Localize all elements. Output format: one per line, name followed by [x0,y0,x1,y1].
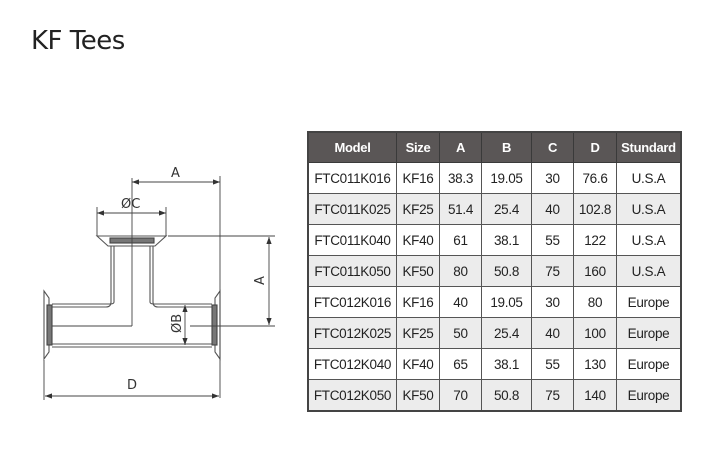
cell-standard: Europe [616,348,682,380]
cell-standard: U.S.A [616,255,682,287]
cell-size: KF16 [396,162,440,194]
cell-standard: Europe [616,317,682,349]
cell-model: FTC012K040 [307,348,397,380]
header-size: Size [396,131,440,163]
dimension-label-a-top: A [171,166,180,181]
cell-b: 19.05 [481,162,532,194]
cell-b: 38.1 [481,224,532,256]
cell-d: 76.6 [573,162,617,194]
cell-c: 75 [531,379,574,412]
cell-c: 30 [531,286,574,318]
cell-b: 50.8 [481,379,532,412]
cell-size: KF16 [396,286,440,318]
cell-b: 25.4 [481,317,532,349]
cell-a: 51.4 [439,193,482,225]
cell-size: KF40 [396,348,440,380]
cell-a: 50 [439,317,482,349]
cell-size: KF50 [396,379,440,412]
header-b: B [481,131,532,163]
cell-model: FTC012K016 [307,286,397,318]
cell-standard: Europe [616,286,682,318]
cell-a: 61 [439,224,482,256]
page-title: KF Tees [31,26,125,56]
dimension-label-b: ØB [170,314,185,333]
cell-model: FTC011K025 [307,193,397,225]
header-a: A [439,131,482,163]
cell-model: FTC011K016 [307,162,397,194]
cell-size: KF25 [396,317,440,349]
dimension-lines [43,176,275,400]
cell-d: 130 [573,348,617,380]
cell-standard: U.S.A [616,224,682,256]
cell-c: 30 [531,162,574,194]
cell-d: 102.8 [573,193,617,225]
cell-standard: U.S.A [616,162,682,194]
header-model: Model [307,131,397,163]
cell-d: 122 [573,224,617,256]
table-header-row: Model Size A B C D Stundard [307,131,682,163]
header-d: D [573,131,617,163]
header-c: C [531,131,574,163]
cell-a: 80 [439,255,482,287]
cell-b: 38.1 [481,348,532,380]
kf-tee-dimension-drawing: A ØC A ØB D [43,166,275,400]
cell-b: 25.4 [481,193,532,225]
cell-c: 40 [531,317,574,349]
cell-c: 55 [531,348,574,380]
dimension-label-d: D [127,378,137,393]
cell-c: 75 [531,255,574,287]
cell-d: 80 [573,286,617,318]
cell-size: KF40 [396,224,440,256]
cell-b: 50.8 [481,255,532,287]
cell-model: FTC011K050 [307,255,397,287]
cell-c: 40 [531,193,574,225]
cell-a: 65 [439,348,482,380]
cell-c: 55 [531,224,574,256]
cell-d: 140 [573,379,617,412]
cell-size: KF50 [396,255,440,287]
dimension-label-a-side: A [253,276,268,285]
cell-standard: Europe [616,379,682,412]
cell-a: 70 [439,379,482,412]
cell-d: 160 [573,255,617,287]
cell-model: FTC011K040 [307,224,397,256]
cell-model: FTC012K025 [307,317,397,349]
cell-a: 38.3 [439,162,482,194]
cell-size: KF25 [396,193,440,225]
cell-model: FTC012K050 [307,379,397,412]
dimension-label-c: ØC [121,197,140,212]
header-standard: Stundard [616,131,682,163]
cell-standard: U.S.A [616,193,682,225]
cell-b: 19.05 [481,286,532,318]
cell-d: 100 [573,317,617,349]
cell-a: 40 [439,286,482,318]
tee-body-outline [43,235,221,361]
